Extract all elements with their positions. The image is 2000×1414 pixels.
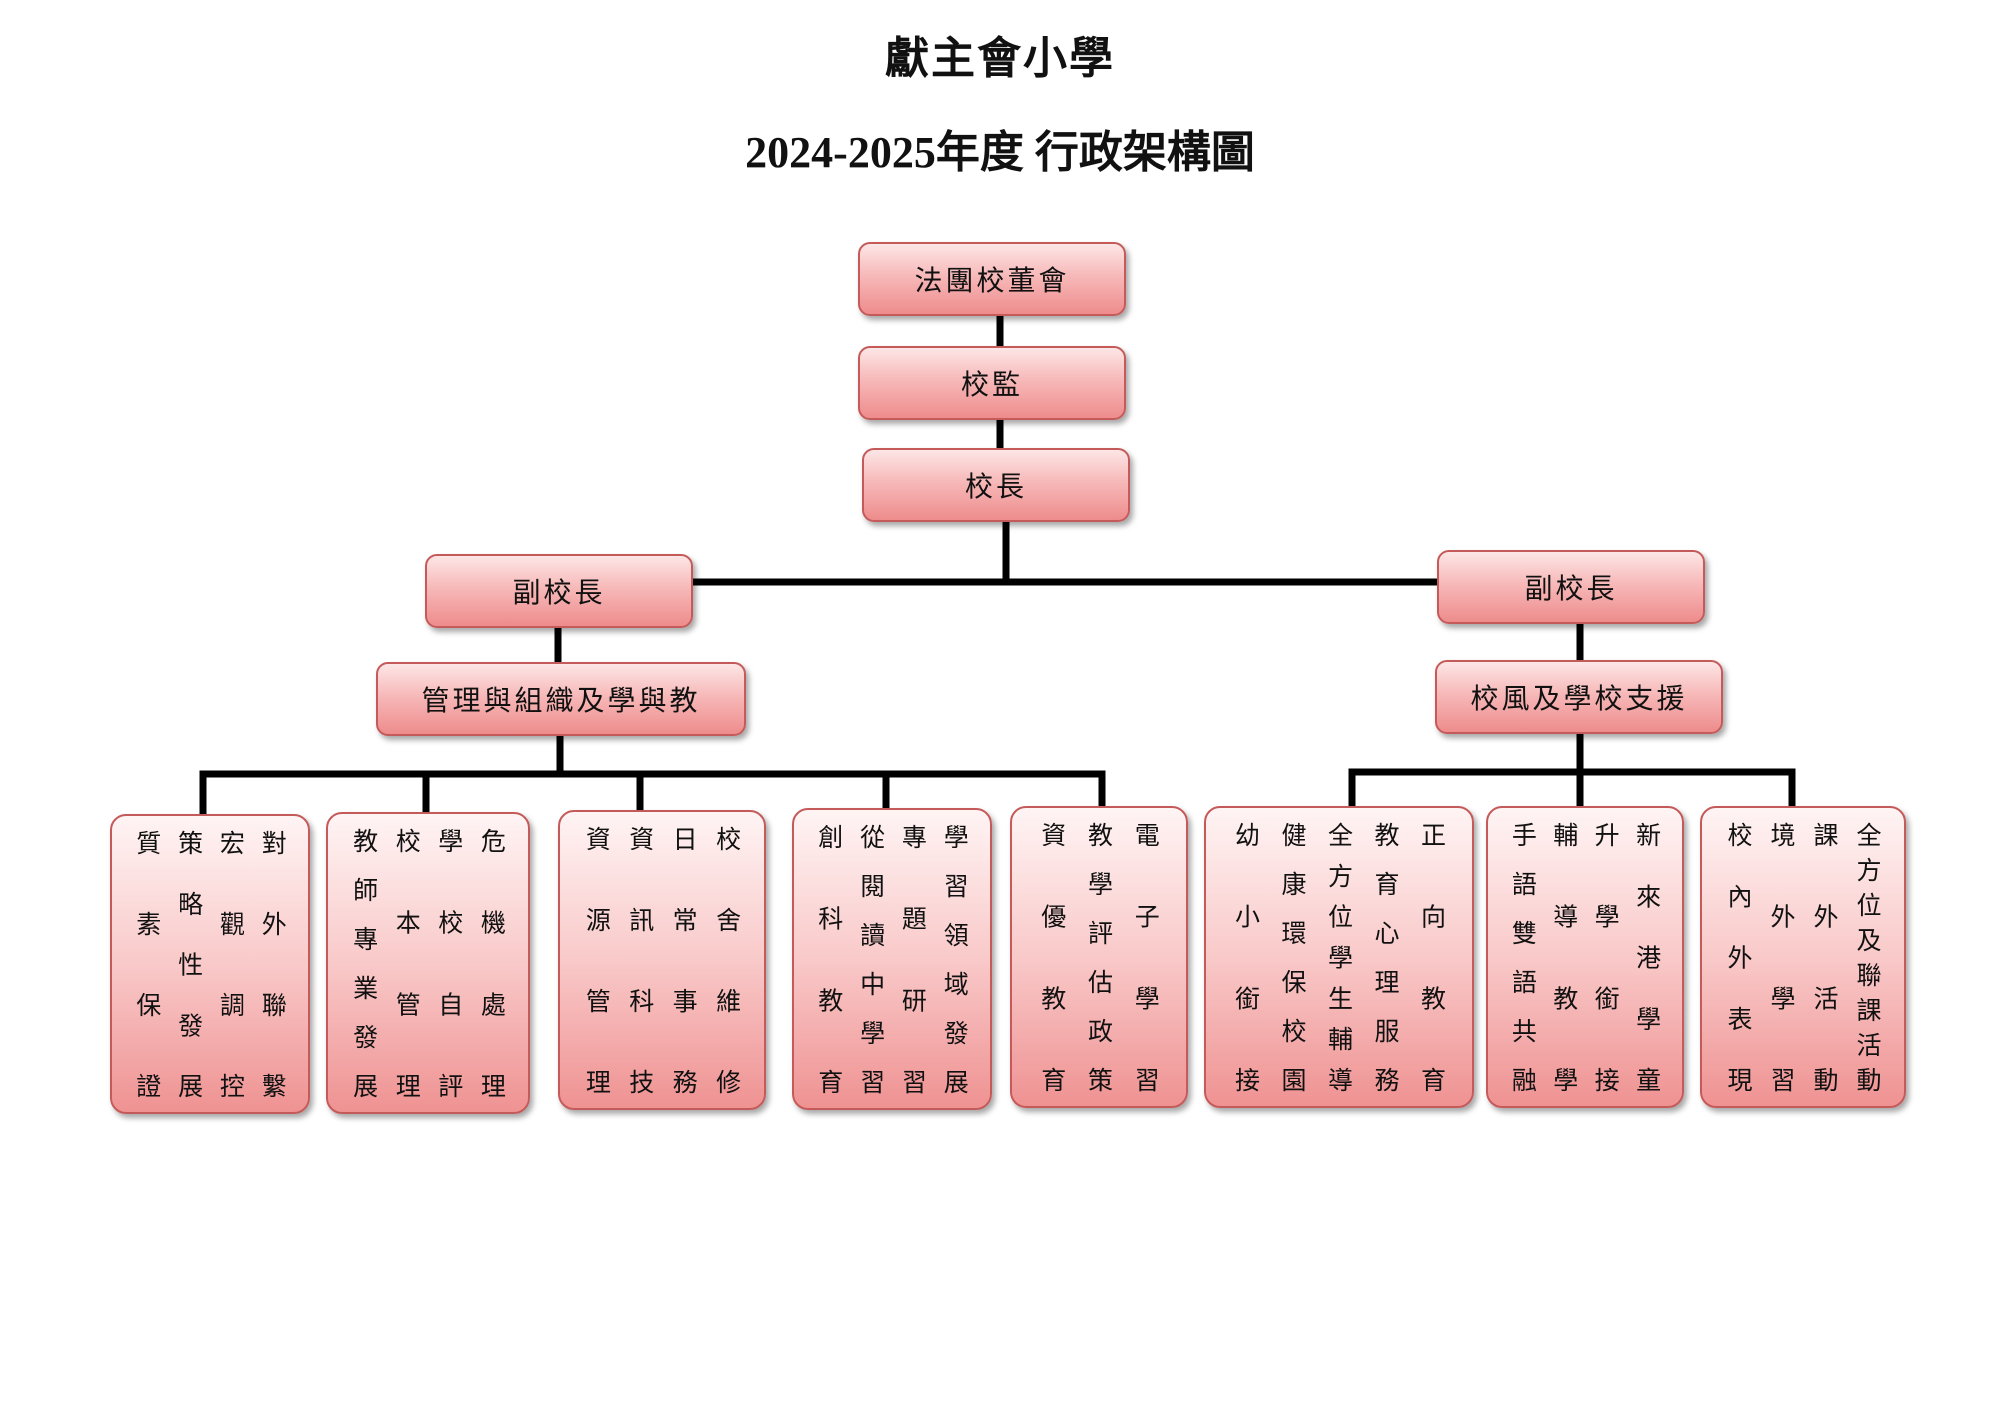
- committee-item: 課外活動: [1810, 822, 1839, 1092]
- committee-item: 教育心理服務: [1371, 822, 1400, 1092]
- committee-item: 策略性發展: [174, 830, 204, 1098]
- committee-item: 全方位及聯課活動: [1853, 822, 1882, 1092]
- committee-box-8: 全方位及聯課活動 課外活動 境外學習 校內外表現: [1700, 806, 1906, 1108]
- committee-item: 電子學習: [1131, 822, 1161, 1092]
- committee-item: 資優教育: [1037, 822, 1067, 1092]
- committee-item: 校舍維修: [712, 826, 742, 1094]
- committee-item: 資訊科技: [625, 826, 655, 1094]
- committee-item: 危機處理: [477, 828, 507, 1098]
- supervisor-box: 校監: [858, 346, 1126, 420]
- committee-item: 學校自評: [434, 828, 464, 1098]
- committee-item: 升學銜接: [1591, 822, 1621, 1092]
- committee-box-6: 正向教育 教育心理服務 全方位學生輔導 健康環保校園 幼小銜接: [1204, 806, 1474, 1108]
- committee-box-3: 校舍維修 日常事務 資訊科技 資源管理: [558, 810, 766, 1110]
- committee-item: 健康環保校園: [1278, 822, 1307, 1092]
- committee-box-7: 新來港學童 升學銜接 輔導教學 手語雙語共融: [1486, 806, 1684, 1108]
- vice-principal-left-box: 副校長: [425, 554, 693, 628]
- committee-item: 輔導教學: [1549, 822, 1579, 1092]
- committee-box-5: 電子學習 教學評估政策 資優教育: [1010, 806, 1188, 1108]
- committee-item: 創科教育: [814, 824, 844, 1094]
- school-title: 獻主會小學: [885, 34, 1115, 83]
- committee-item: 宏觀調控: [216, 830, 246, 1098]
- committee-item: 新來港學童: [1632, 822, 1662, 1092]
- committee-box-2: 危機處理 學校自評 校本管理 教師專業發展: [326, 812, 530, 1114]
- committee-item: 校本管理: [392, 828, 422, 1098]
- committee-item: 從閱讀中學習: [856, 824, 886, 1094]
- principal-box: 校長: [862, 448, 1130, 522]
- dept-school-support-box: 校風及學校支援: [1435, 660, 1723, 734]
- committee-item: 校內外表現: [1724, 822, 1753, 1092]
- vice-principal-right-box: 副校長: [1437, 550, 1705, 624]
- committee-item: 學習領域發展: [940, 824, 970, 1094]
- committee-item: 全方位學生輔導: [1324, 822, 1354, 1092]
- chart-title: 2024-2025年度 行政架構圖: [745, 128, 1255, 177]
- committee-item: 手語雙語共融: [1508, 822, 1538, 1092]
- committee-box-4: 學習領域發展 專題研習 從閱讀中學習 創科教育: [792, 808, 992, 1110]
- committee-item: 幼小銜接: [1231, 822, 1261, 1092]
- committee-item: 專題研習: [898, 824, 928, 1094]
- committee-item: 對外聯繫: [258, 830, 288, 1098]
- committee-item: 教師專業發展: [349, 828, 379, 1098]
- committee-item: 教學評估政策: [1084, 822, 1114, 1092]
- committee-item: 日常事務: [669, 826, 699, 1094]
- dept-management-teaching-box: 管理與組織及學與教: [376, 662, 746, 736]
- committee-box-1: 對外聯繫 宏觀調控 策略性發展 質素保證: [110, 814, 310, 1114]
- committee-item: 質素保證: [132, 830, 162, 1098]
- committee-item: 正向教育: [1417, 822, 1447, 1092]
- board-box: 法團校董會: [858, 242, 1126, 316]
- committee-item: 境外學習: [1767, 822, 1796, 1092]
- committee-item: 資源管理: [582, 826, 612, 1094]
